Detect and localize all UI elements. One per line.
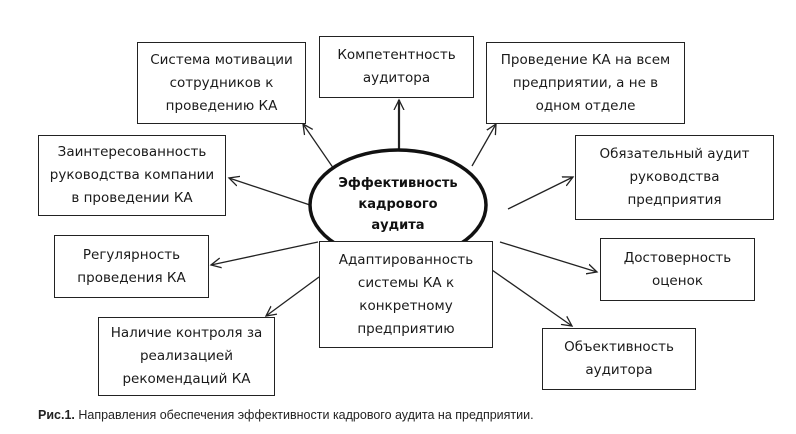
- arrow-to-motivation: [303, 124, 337, 173]
- node-control: Наличие контроля за реализацией рекоменд…: [98, 317, 275, 396]
- node-reliability: Достоверность оценок: [600, 238, 755, 301]
- arrow-to-mandatory-audit: [507, 177, 573, 210]
- figure-caption: Рис.1. Направления обеспечения эффективн…: [38, 408, 534, 422]
- arrow-to-objectivity: [491, 269, 572, 326]
- arrow-to-regularity: [211, 241, 319, 265]
- node-whole-enterprise: Проведение КА на всем предприятии, а не …: [486, 42, 685, 124]
- node-competence: Компетентность аудитора: [319, 36, 474, 98]
- node-adaptation: Адаптированность системы КА к конкретном…: [319, 241, 493, 348]
- caption-label: Рис.1.: [38, 408, 75, 422]
- arrow-to-control: [266, 276, 320, 316]
- node-regularity: Регулярность проведения КА: [54, 235, 209, 298]
- arrow-to-whole-enterprise: [471, 124, 496, 167]
- arrow-to-management-interest: [229, 178, 311, 206]
- arrow-to-reliability: [499, 241, 597, 272]
- center-label: Эффективность кадрового аудита: [338, 176, 458, 233]
- node-mandatory-audit: Обязательный аудит руководства предприят…: [575, 135, 774, 220]
- node-management-interest: Заинтересованность руководства компании …: [38, 135, 226, 216]
- node-motivation: Система мотивации сотрудников к проведен…: [137, 42, 306, 124]
- caption-text: Направления обеспечения эффективности ка…: [74, 408, 534, 422]
- node-objectivity: Объективность аудитора: [542, 328, 696, 390]
